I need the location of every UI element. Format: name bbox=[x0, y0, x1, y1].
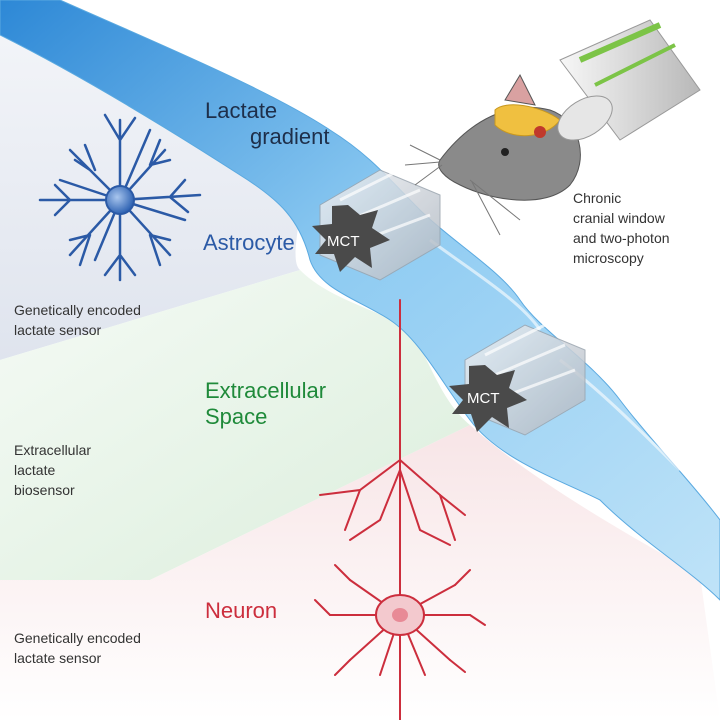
neuron-cell-icon bbox=[314, 299, 486, 720]
lactate-gradient-label: Lactate gradient bbox=[205, 98, 330, 150]
imaging-line3: and two-photon bbox=[573, 230, 670, 246]
extracellular-biosensor-line1: Extracellular bbox=[14, 442, 92, 458]
neuron-sensor-line1: Genetically encoded bbox=[14, 630, 141, 646]
mct-transporter-upper-icon bbox=[312, 168, 441, 281]
neuron-nucleus bbox=[392, 608, 408, 622]
lactate-gradient-line1: Lactate bbox=[205, 98, 278, 123]
microscope-objective-icon bbox=[557, 19, 701, 141]
imaging-line1: Chronic bbox=[573, 190, 622, 206]
extracellular-space-line1: Extracellular bbox=[205, 378, 327, 403]
mct-upper-label: MCT bbox=[327, 233, 360, 250]
mct-transporter-lower-icon bbox=[449, 323, 586, 436]
astrocyte-sensor-line2: lactate sensor bbox=[14, 322, 102, 338]
extracellular-compartment bbox=[0, 270, 470, 580]
neuron-sensor-line2: lactate sensor bbox=[14, 650, 102, 666]
extracellular-space-label: Extracellular Space bbox=[205, 378, 326, 430]
extracellular-biosensor-line3: biosensor bbox=[14, 482, 75, 498]
astrocyte-soma bbox=[105, 185, 135, 215]
imaging-label: Chronic cranial window and two-photon mi… bbox=[573, 188, 670, 268]
imaging-line4: microscopy bbox=[573, 250, 644, 266]
extracellular-space-line2: Space bbox=[205, 404, 268, 429]
imaging-line2: cranial window bbox=[573, 210, 665, 226]
extracellular-biosensor-line2: lactate bbox=[14, 462, 56, 478]
mouse-head-icon bbox=[404, 73, 581, 236]
extracellular-biosensor-label: Extracellular lactate biosensor bbox=[14, 440, 91, 500]
neuron-compartment bbox=[0, 425, 720, 720]
astrocyte-sensor-label: Genetically encoded lactate sensor bbox=[14, 300, 141, 340]
neuron-sensor-label: Genetically encoded lactate sensor bbox=[14, 628, 141, 668]
lactate-gradient-line2: gradient bbox=[250, 124, 330, 149]
astrocyte-label: Astrocyte bbox=[203, 230, 295, 255]
neuron-label: Neuron bbox=[205, 598, 278, 623]
astrocyte-sensor-line1: Genetically encoded bbox=[14, 302, 141, 318]
mct-lower-label: MCT bbox=[467, 390, 500, 407]
